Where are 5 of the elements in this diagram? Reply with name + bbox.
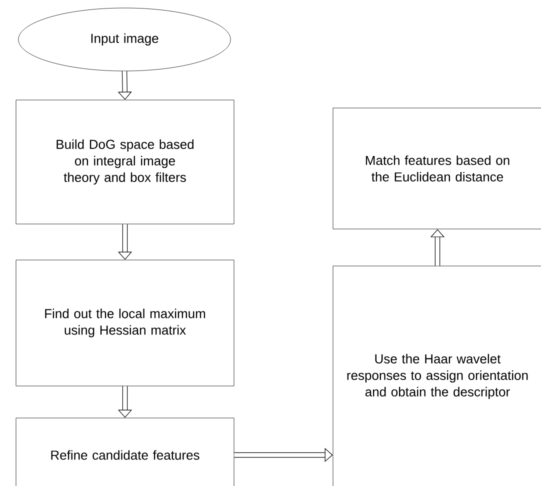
process-box: Refine candidate features [16,418,234,486]
process-box: Build DoG space based on integral image theory and box filters [16,100,234,224]
process-box: Find out the local maximum using Hessian matrix [16,260,234,386]
process-box: Use the Haar wavelet responses to assign orientation and obtain the descriptor [332,266,541,486]
process-box: Match features based on the Euclidean distance [332,108,541,230]
